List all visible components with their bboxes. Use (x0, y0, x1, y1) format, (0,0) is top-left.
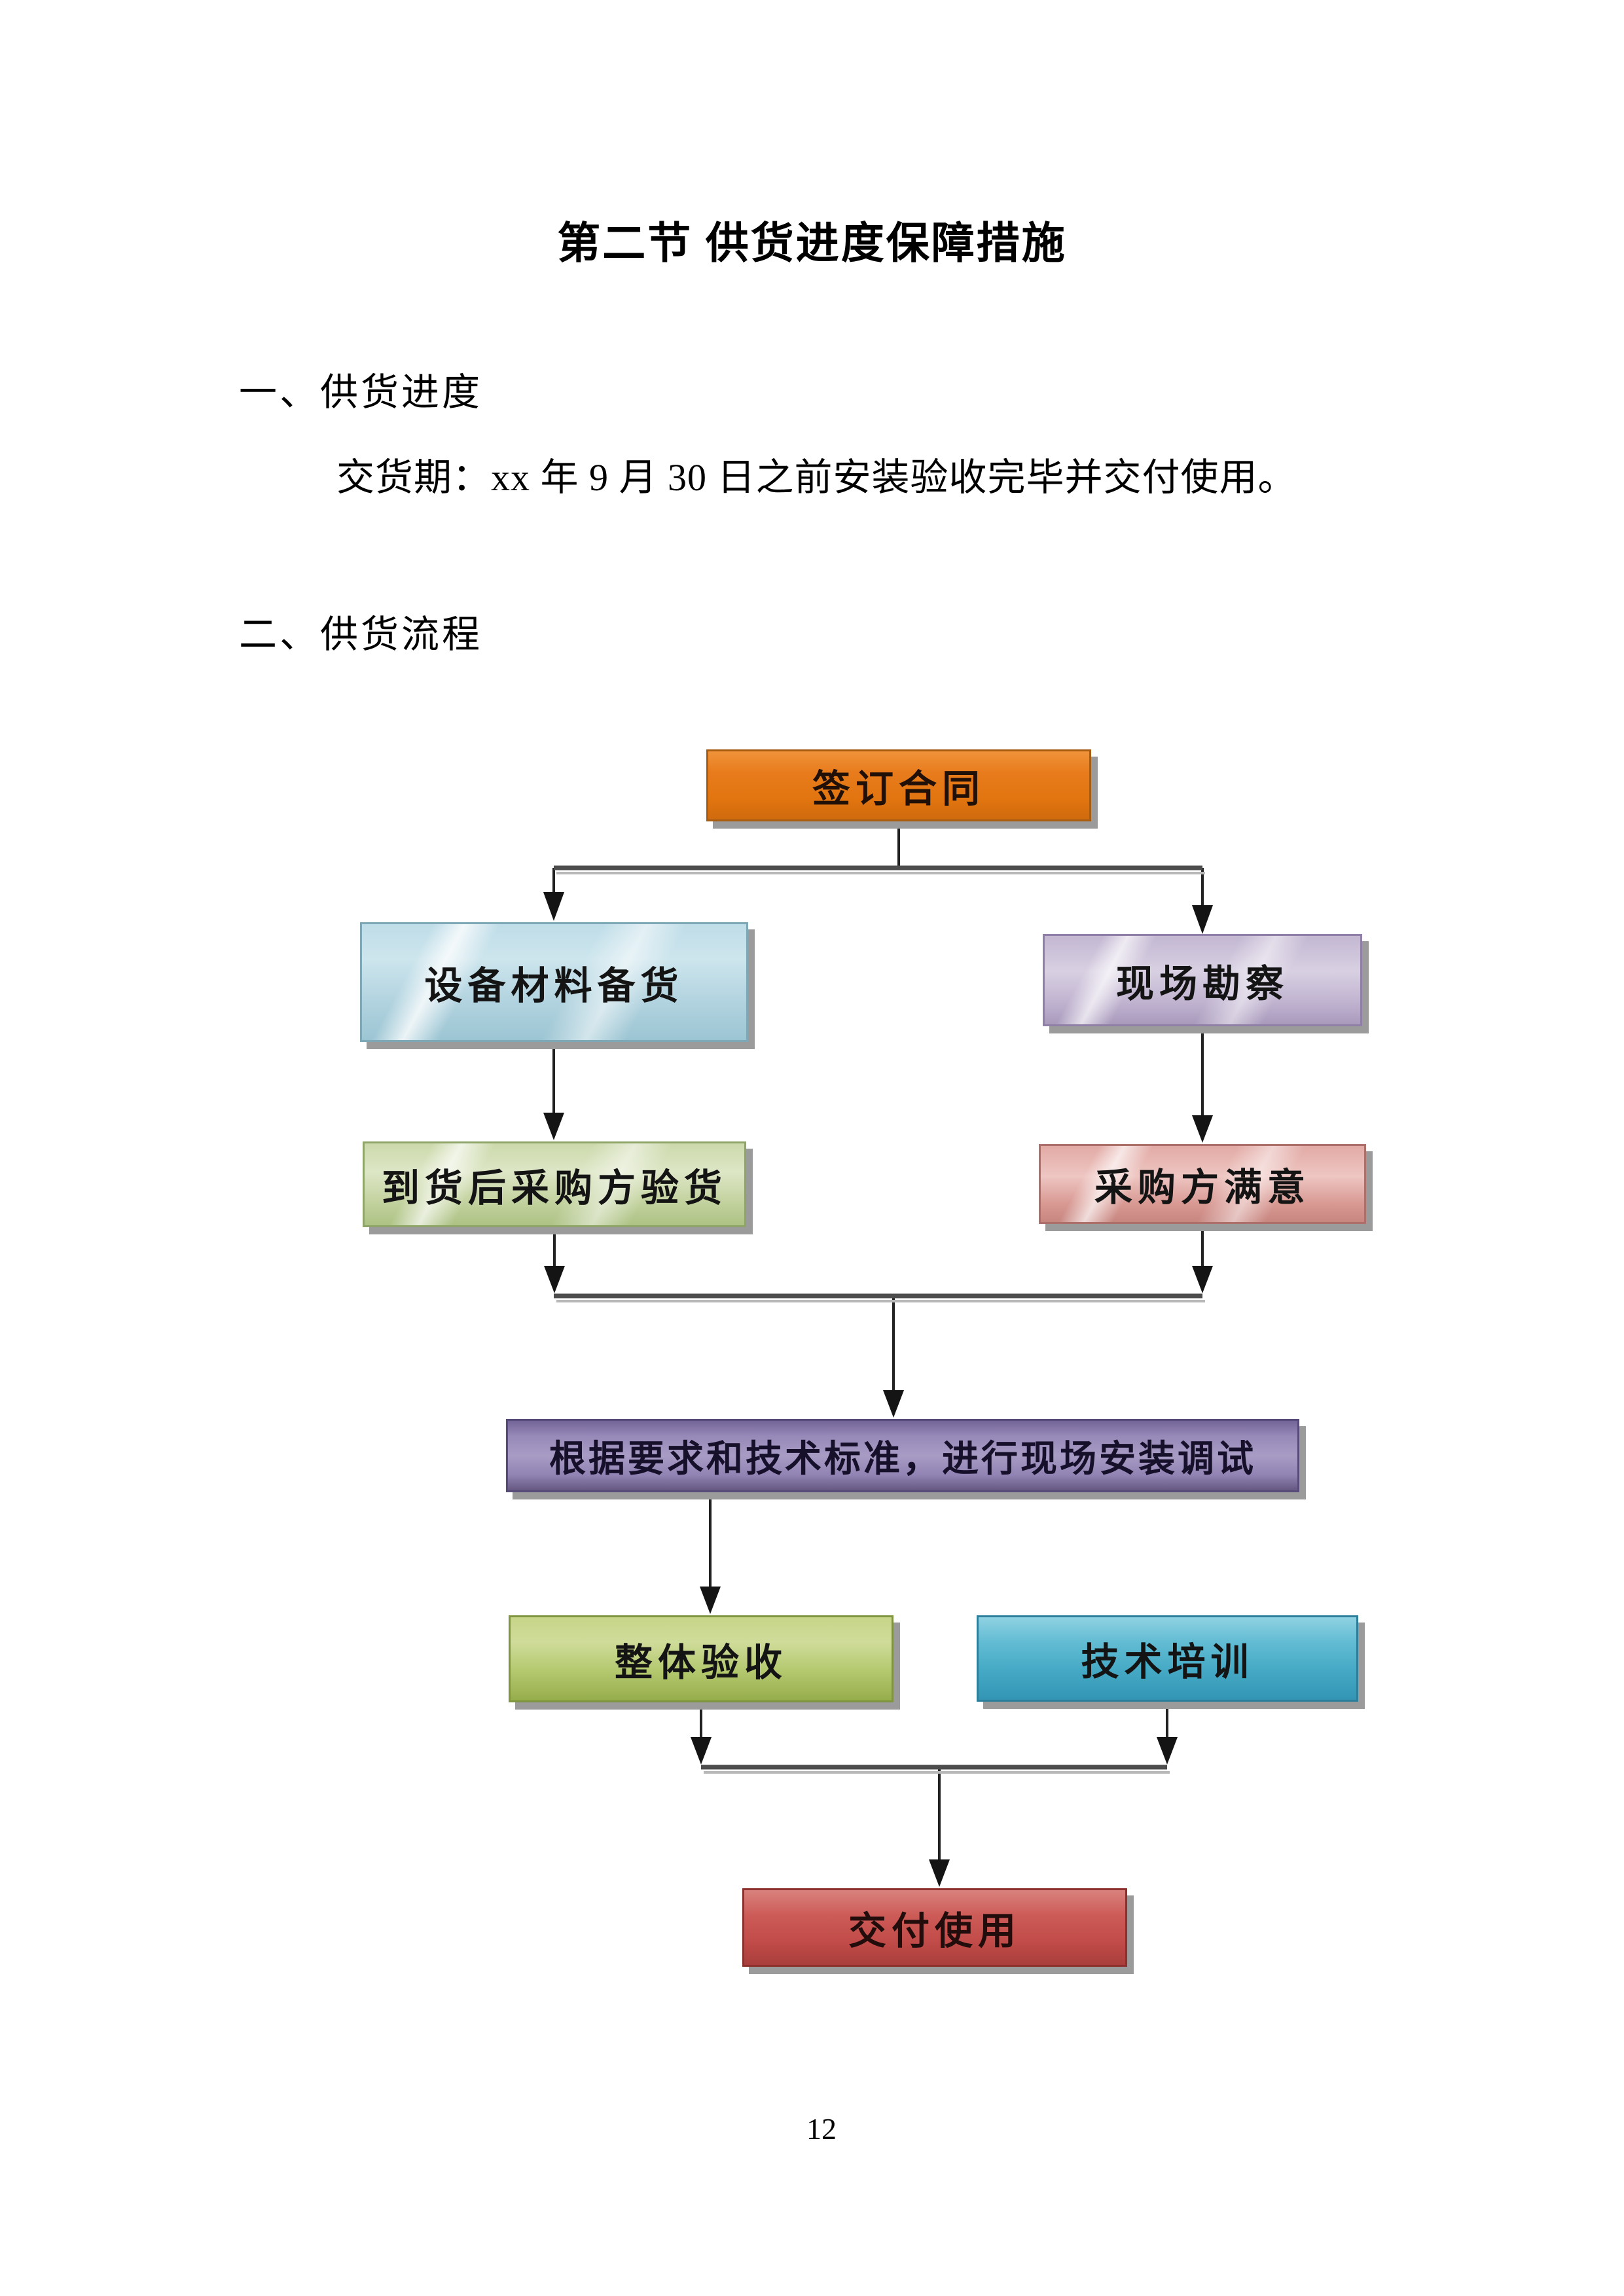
flow-node-site-survey: 现场勘察 (1043, 934, 1362, 1026)
flow-node-label: 现场勘察 (1115, 962, 1289, 1005)
flow-node-buyer-satisfaction: 采购方满意 (1039, 1144, 1366, 1224)
flow-node-label: 整体验收 (614, 1641, 787, 1684)
flow-node-technical-training: 技术培训 (977, 1615, 1358, 1702)
page-title: 第二节 供货进度保障措施 (557, 220, 1067, 268)
flow-node-overall-acceptance: 整体验收 (509, 1615, 893, 1702)
delivery-deadline-text: 交货期：xx 年 9 月 30 日之前安装验收完毕并交付使用。 (336, 456, 1297, 499)
flow-node-label: 根据要求和技术标准，进行现场安装调试 (549, 1437, 1256, 1479)
flow-node-sign-contract: 签订合同 (706, 749, 1091, 821)
flow-node-label: 签订合同 (812, 768, 985, 810)
flow-node-equipment-preparation: 设备材料备货 (360, 922, 748, 1042)
flow-node-install-debug: 根据要求和技术标准，进行现场安装调试 (506, 1419, 1299, 1492)
flow-node-label: 到货后采购方验货 (381, 1166, 727, 1210)
flow-node-delivery: 交付使用 (742, 1888, 1127, 1967)
flow-node-buyer-inspection: 到货后采购方验货 (363, 1141, 746, 1227)
section-heading-supply-schedule: 一、供货进度 (239, 371, 483, 414)
flow-node-label: 技术培训 (1081, 1641, 1254, 1683)
page-number: 12 (806, 2112, 837, 2145)
section-heading-supply-process: 二、供货流程 (239, 613, 483, 656)
flow-node-label: 采购方满意 (1094, 1166, 1310, 1209)
flow-node-label: 设备材料备货 (424, 964, 684, 1007)
flow-node-label: 交付使用 (848, 1910, 1021, 1952)
